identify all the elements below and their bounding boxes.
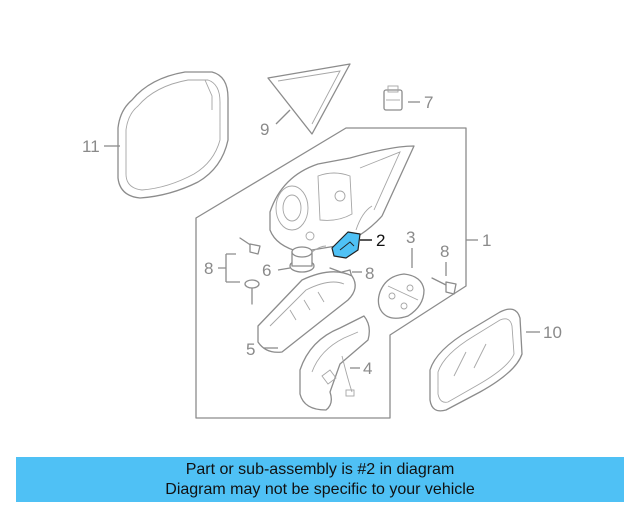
banner-line-1: Part or sub-assembly is #2 in diagram [185, 460, 455, 478]
part-9-triangle-trim [267, 63, 351, 135]
mirror-base-bracket [269, 145, 415, 253]
callout-5: 5 [246, 340, 255, 359]
callout-1: 1 [482, 231, 491, 250]
part-2-highlighted-bracket [331, 231, 361, 259]
part-8-screw-upper [239, 237, 261, 255]
parts-diagram: 11 9 7 1 2 6 [82, 63, 562, 419]
part-8-screw-right [431, 277, 457, 295]
callout-10: 10 [543, 323, 562, 342]
part-11-mirror-cover [117, 71, 229, 199]
callout-11: 11 [82, 137, 100, 156]
part-7-clip [383, 85, 403, 111]
part-3-actuator [377, 273, 425, 319]
callout-7: 7 [424, 93, 433, 112]
callout-8-center: 8 [365, 264, 374, 283]
callout-2: 2 [376, 231, 385, 250]
callout-8-right: 8 [440, 242, 449, 261]
part-8-screw-lower [244, 279, 260, 305]
part-4-lamp-cap [299, 315, 370, 411]
leader-6 [277, 267, 291, 271]
leader-8-left [218, 253, 240, 283]
leader-9 [275, 109, 291, 125]
callout-9: 9 [260, 120, 269, 139]
part-5-lower-cover [257, 271, 356, 353]
callout-4: 4 [363, 359, 372, 378]
callout-6: 6 [262, 261, 271, 280]
part-6-grommet [289, 245, 327, 273]
part-10-mirror-glass [429, 308, 523, 412]
assembly-outline [195, 127, 467, 419]
callout-8-left: 8 [204, 259, 213, 278]
callout-3: 3 [406, 228, 415, 247]
info-banner: Part or sub-assembly is #2 in diagram Di… [16, 457, 624, 502]
banner-line-2: Diagram may not be specific to your vehi… [165, 480, 475, 498]
